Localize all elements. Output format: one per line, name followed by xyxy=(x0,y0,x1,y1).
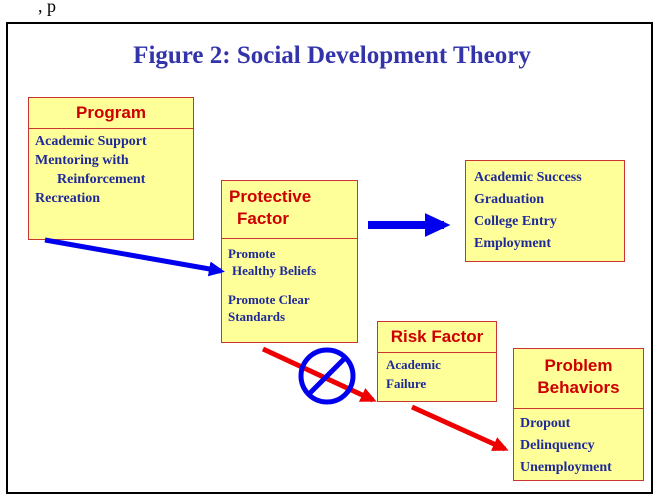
problem-header-cell: Problem Behaviors xyxy=(514,349,643,409)
figure-frame xyxy=(6,22,653,494)
program-header: Program xyxy=(76,103,146,122)
protective-items: Promote Healthy Beliefs Promote Clear St… xyxy=(222,239,357,325)
risk-factor-box: Risk Factor Academic Failure xyxy=(377,321,497,402)
problem-behaviors-box: Problem Behaviors Dropout Delinquency Un… xyxy=(513,348,644,481)
top-clipped-text: , p xyxy=(38,0,56,16)
risk-item: Failure xyxy=(386,376,427,391)
risk-header-cell: Risk Factor xyxy=(378,322,496,353)
outcome-item: Graduation xyxy=(474,192,545,207)
protective-item: Standards xyxy=(228,309,286,324)
program-items: Academic Support Mentoring with Reinforc… xyxy=(29,129,193,208)
program-item: Recreation xyxy=(35,191,101,206)
problem-item: Delinquency xyxy=(520,438,595,453)
protective-header-cell: Protective Factor xyxy=(222,181,357,239)
protective-item: Healthy Beliefs xyxy=(232,263,317,278)
problem-header-line: Problem xyxy=(544,356,613,375)
arrow-program-to-protective xyxy=(44,237,225,277)
program-item: Academic Support xyxy=(35,134,147,149)
problem-header-line: Behaviors xyxy=(537,378,620,397)
problem-item: Unemployment xyxy=(520,460,612,475)
problem-item: Dropout xyxy=(520,416,571,431)
program-item: Mentoring with xyxy=(35,153,129,168)
figure-title: Figure 2: Social Development Theory xyxy=(133,42,531,69)
outcome-item: Academic Success xyxy=(474,170,582,185)
protective-header-line: Protective xyxy=(229,187,312,206)
protective-factor-box: Protective Factor Promote Healthy Belief… xyxy=(221,180,358,343)
program-item: Reinforcement xyxy=(57,172,146,187)
program-box: Program Academic Support Mentoring with … xyxy=(28,97,194,240)
risk-item: Academic xyxy=(386,357,441,372)
outcome-item: College Entry xyxy=(474,214,557,229)
protective-item: Promote xyxy=(228,246,276,261)
arrow-risk-to-problem xyxy=(410,404,509,452)
protective-header: Protective Factor xyxy=(222,181,357,230)
arrow-protective-to-risk xyxy=(261,346,377,403)
outcome-item: Employment xyxy=(474,236,551,251)
problem-items: Dropout Delinquency Unemployment xyxy=(514,409,643,479)
prohibition-sign-icon xyxy=(298,347,356,405)
program-header-cell: Program xyxy=(29,98,193,129)
protective-item: Promote Clear xyxy=(228,292,310,307)
outcome-items: Academic Success Graduation College Entr… xyxy=(466,161,624,255)
risk-header: Risk Factor xyxy=(390,327,484,346)
protective-header-line: Factor xyxy=(237,209,289,228)
outcomes-box: Academic Success Graduation College Entr… xyxy=(465,160,625,262)
problem-header: Problem Behaviors xyxy=(514,349,643,399)
risk-items: Academic Failure xyxy=(378,353,496,393)
